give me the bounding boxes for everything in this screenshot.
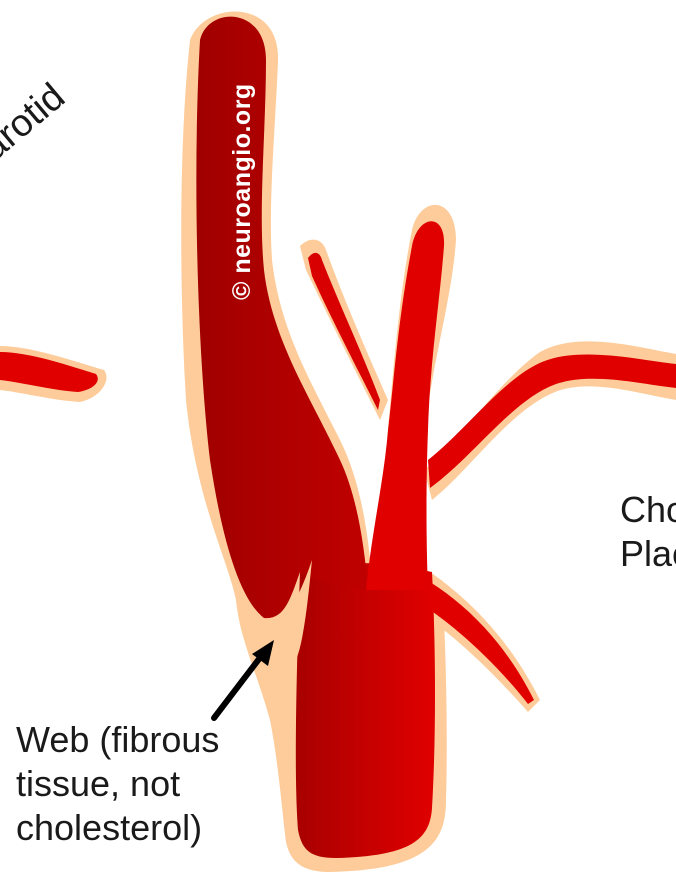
- copyright-watermark: © neuroangio.org: [228, 83, 257, 300]
- common-carotid-trunk: [296, 563, 435, 858]
- web-label-line2: tissue, not: [16, 762, 219, 806]
- web-label: Web (fibrous tissue, not cholesterol): [16, 718, 219, 850]
- cholesterol-plaque-label-line1: Cho: [620, 488, 676, 532]
- cholesterol-plaque-label-line2: Plac: [620, 532, 676, 576]
- cholesterol-plaque-label: Cho Plac: [620, 488, 676, 576]
- web-label-line1: Web (fibrous: [16, 718, 219, 762]
- eca-branch-left: [308, 253, 380, 410]
- web-label-line3: cholesterol): [16, 806, 219, 850]
